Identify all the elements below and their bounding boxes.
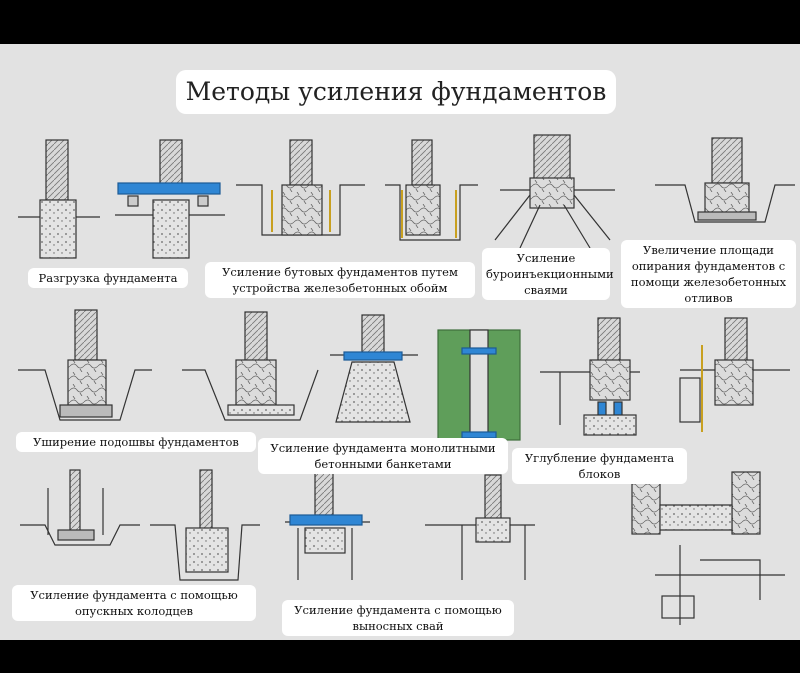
diagram-monolithic-benches: [330, 314, 418, 423]
label-line: Разгрузка фундамента: [38, 271, 178, 285]
label-block-deepening: Углубление фундамента блоков: [512, 448, 687, 484]
label-line: Усиление фундамента с помощью: [294, 603, 502, 617]
diagram-block-deepening-1: [540, 317, 640, 436]
label-line: Углубление фундамента: [524, 451, 675, 465]
diagram-rubble-jackets-1: [236, 139, 365, 236]
label-line: Усиление: [516, 251, 576, 265]
label-line: бетонными банкетами: [314, 457, 452, 471]
label-sole-widening: Уширение подошвы фундаментов: [16, 432, 256, 452]
label-line: буроинъекционными: [486, 267, 614, 281]
diagram-unloading-1: [18, 139, 100, 259]
label-line: устройства железобетонных обойм: [232, 281, 448, 295]
diagram-block-deepening-2: [679, 317, 790, 432]
diagram-caissons-1: [20, 469, 140, 546]
label-line: выносных свай: [352, 619, 444, 633]
label-caissons: Усиление фундамента с помощью опускных к…: [12, 585, 256, 621]
diagram-detail-section: [631, 471, 785, 625]
diagram-sole-widening-2: [182, 311, 319, 421]
diagram-bored-piles: [494, 134, 615, 249]
label-unloading: Разгрузка фундамента: [28, 268, 188, 288]
diagram-remote-piles-2: [425, 474, 535, 580]
poster-background: [0, 44, 800, 640]
label-line: Уширение подошвы фундаментов: [33, 435, 239, 449]
label-line: отливов: [684, 291, 733, 305]
label-line: Усиление бутовых фундаментов путем: [222, 265, 458, 279]
page-title: Методы усиления фундаментов: [176, 70, 616, 114]
label-monolithic-benches: Усиление фундамента монолитными бетонным…: [258, 438, 508, 474]
label-line: опирания фундаментов с: [631, 259, 786, 273]
label-line: Усиление фундамента монолитными: [270, 441, 496, 455]
label-line: Усиление фундамента с помощью: [30, 588, 238, 602]
diagram-remote-piles-1: [285, 469, 370, 580]
label-remote-piles: Усиление фундамента с помощью выносных с…: [282, 600, 514, 636]
label-rubble-jackets: Усиление бутовых фундаментов путем устро…: [205, 262, 475, 298]
label-line: помощи железобетонных: [630, 275, 787, 289]
label-sole-area: Увеличение площади опирания фундаментов …: [621, 240, 796, 308]
diagram-sole-widening-1: [18, 309, 152, 421]
diagram-caissons-2: [150, 469, 260, 581]
diagram-cross-section: [437, 329, 521, 441]
label-line: сваями: [524, 283, 568, 297]
diagram-unloading-2: [115, 139, 225, 259]
label-line: Увеличение площади: [643, 243, 774, 257]
label-line: блоков: [578, 467, 621, 481]
label-bored-piles: Усиление буроинъекционными сваями: [482, 248, 614, 300]
diagram-sole-area: [655, 137, 795, 223]
diagram-rubble-jackets-2: [385, 139, 478, 241]
label-line: опускных колодцев: [74, 604, 194, 618]
